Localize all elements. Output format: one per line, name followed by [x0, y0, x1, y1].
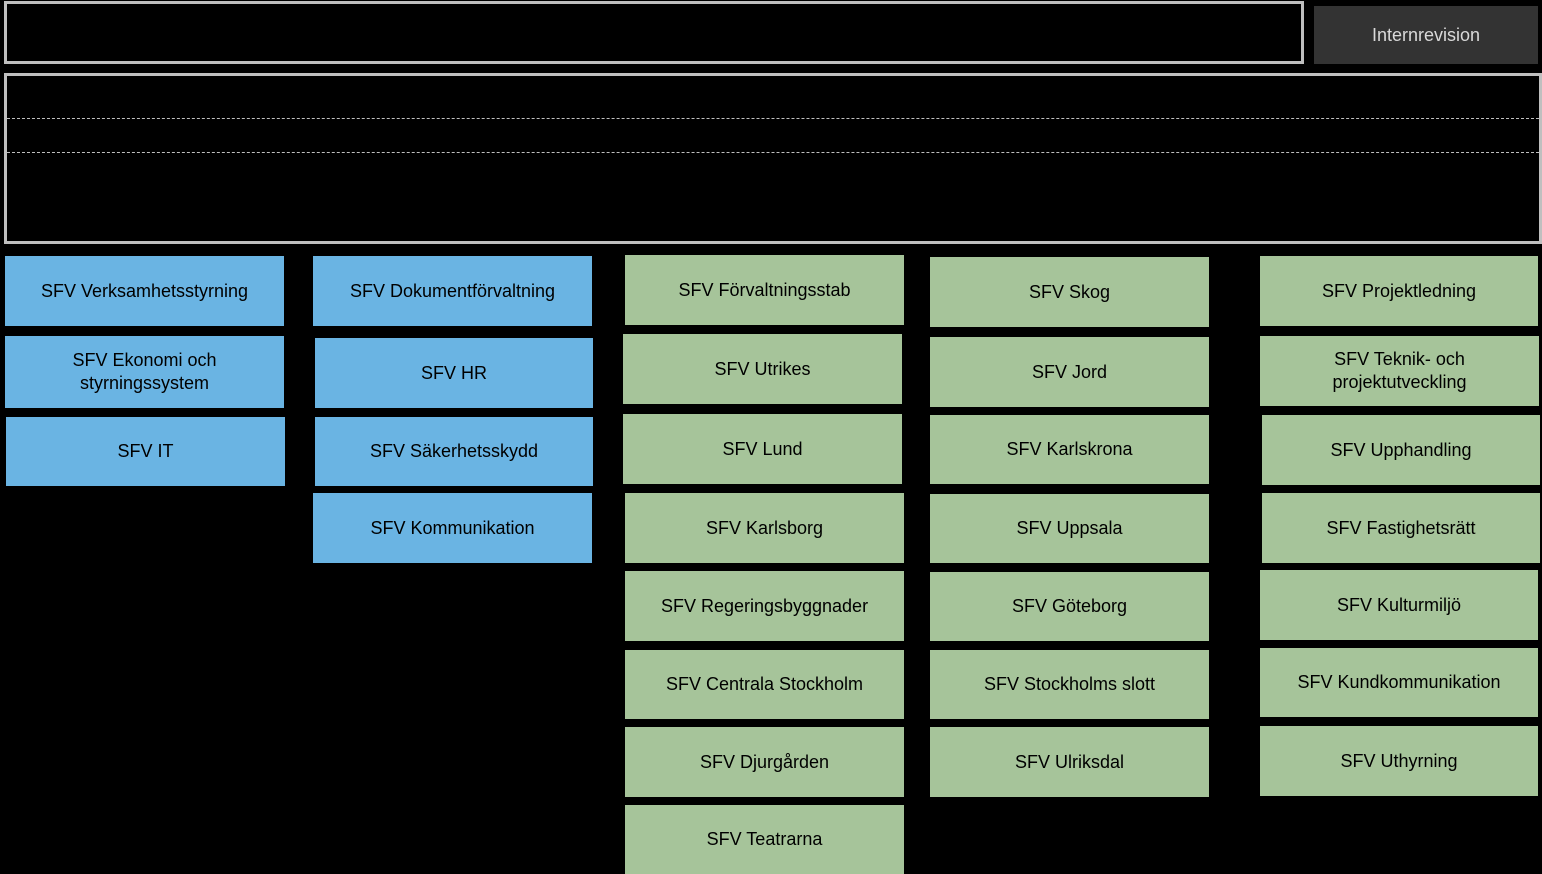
unit-label: SFV Jord [1031, 361, 1108, 382]
unit-box: SFV Ekonomi och styrningssystem [5, 336, 284, 408]
unit-box: SFV Centrala Stockholm [625, 650, 904, 719]
unit-box: SFV Teatrarna [625, 805, 904, 874]
unit-box: SFV Säkerhetsskydd [315, 417, 593, 486]
unit-box: SFV Projektledning [1260, 256, 1538, 326]
unit-box: SFV Ulriksdal [930, 727, 1209, 797]
unit-box: SFV Skog [930, 257, 1209, 327]
unit-label: SFV Regeringsbyggnader [660, 595, 869, 616]
unit-box: SFV Upphandling [1262, 415, 1540, 485]
unit-label: SFV Göteborg [1011, 596, 1128, 616]
unit-box: SFV Jord [930, 337, 1209, 407]
unit-label: SFV Centrala Stockholm [665, 674, 864, 694]
unit-box: SFV Teknik- och projektutveckling [1260, 336, 1539, 406]
internal-audit-label: Internrevision [1371, 24, 1481, 45]
unit-label: SFV Säkerhetsskydd [369, 441, 539, 461]
unit-label: SFV Teatrarna [706, 829, 823, 849]
unit-label: SFV Uthyrning [1340, 750, 1458, 771]
internal-audit-box: Internrevision [1314, 6, 1538, 64]
unit-label: SFV Utrikes [714, 358, 811, 379]
unit-box: SFV Dokumentförvaltning [313, 256, 592, 326]
unit-label: SFV Karlsborg [705, 517, 824, 538]
unit-box: SFV HR [315, 338, 593, 408]
unit-label: SFV Verksamhetsstyrning [40, 280, 249, 301]
unit-box: SFV Fastighetsrätt [1262, 493, 1540, 563]
unit-label: SFV Djurgården [699, 751, 830, 772]
unit-label: SFV Projektledning [1321, 280, 1477, 301]
unit-label: SFV Förvaltningsstab [678, 279, 851, 300]
unit-box: SFV Utrikes [623, 334, 902, 404]
unit-label: SFV Kommunikation [370, 517, 535, 538]
unit-box: SFV Stockholms slott [930, 650, 1209, 719]
unit-label: SFV Upphandling [1330, 439, 1472, 460]
unit-label: SFV Dokumentförvaltning [349, 280, 556, 301]
unit-label: SFV Skog [1028, 281, 1111, 302]
unit-box: SFV Lund [623, 414, 902, 484]
unit-box: SFV Förvaltningsstab [625, 255, 904, 325]
unit-box: SFV Uppsala [930, 494, 1209, 563]
unit-label: SFV Karlskrona [1006, 439, 1133, 459]
unit-label: SFV Kulturmiljö [1336, 594, 1462, 615]
unit-box: SFV Djurgården [625, 727, 904, 797]
unit-box: SFV Karlsborg [625, 493, 904, 563]
dashed-divider-lower [7, 152, 1539, 153]
unit-label: SFV Fastighetsrätt [1326, 517, 1476, 538]
management-frame [4, 73, 1542, 244]
unit-box: SFV Verksamhetsstyrning [5, 256, 284, 326]
unit-label: SFV Kundkommunikation [1297, 672, 1501, 692]
unit-label: SFV Teknik- och projektutveckling [1332, 349, 1467, 392]
unit-label: SFV Uppsala [1016, 518, 1123, 538]
unit-label: SFV Lund [722, 438, 803, 459]
unit-box: SFV Kulturmiljö [1260, 570, 1538, 640]
unit-box: SFV Göteborg [930, 572, 1209, 641]
unit-box: SFV Kundkommunikation [1260, 648, 1538, 717]
unit-label: SFV Ekonomi och styrningssystem [72, 350, 217, 393]
unit-label: SFV IT [117, 441, 174, 461]
board-frame [4, 1, 1304, 64]
unit-box: SFV Regeringsbyggnader [625, 571, 904, 641]
unit-label: SFV Ulriksdal [1014, 751, 1125, 772]
dashed-divider-upper [7, 118, 1539, 119]
unit-box: SFV Kommunikation [313, 493, 592, 563]
unit-box: SFV Karlskrona [930, 415, 1209, 484]
unit-label: SFV HR [420, 362, 487, 383]
unit-box: SFV IT [6, 417, 285, 486]
unit-label: SFV Stockholms slott [983, 674, 1156, 694]
unit-box: SFV Uthyrning [1260, 726, 1538, 796]
